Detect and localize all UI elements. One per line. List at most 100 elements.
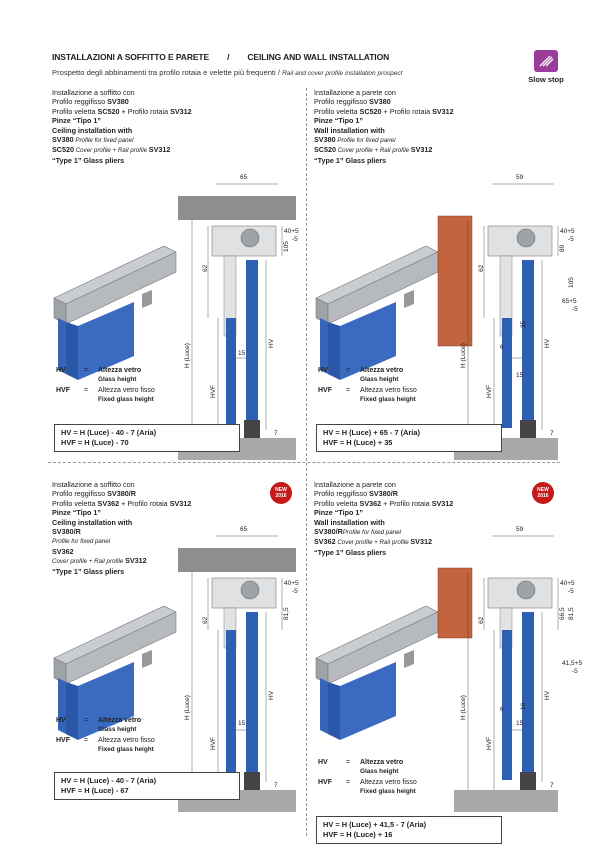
spec-line: “Type 1” Glass pliers [314,155,387,165]
dim-c2: -5 [568,588,574,595]
formula-box: HV = H (Luce) - 40 - 7 (Aria) HVF = H (L… [54,424,240,452]
installation-block-1: Installazione a soffitto con Profilo reg… [52,88,302,460]
dim-c2: -5 [292,236,298,243]
spec-line: Profilo reggifisso SV380/R [314,489,398,499]
title-separator: / [227,52,230,62]
spec-text: Installazione a parete con Profilo reggi… [314,480,453,557]
formula-box: HV = H (Luce) + 41,5 - 7 (Aria) HVF = H … [316,816,502,844]
dim-width: 59 [516,526,524,533]
spec-line: SC520 Cover profile + Rail profile SV312 [314,145,433,155]
subtitle-italian: Prospetto degli abbinamenti tra profilo … [52,68,280,77]
spec-line: Pinze “Tipo 1” [314,508,363,518]
spec-line: Installazione a parete con [314,480,396,489]
dim-d: 15 [238,720,246,727]
dim-h2: 15 [516,720,524,727]
roller-wheel [240,228,260,248]
dim-b: 81,5 [283,607,290,620]
spec-line: Profilo veletta SV362 + Profilo rotaia S… [314,498,454,508]
legend: HV=Altezza vetro Glass height HVF=Altezz… [56,367,155,403]
spec-line: SV380/R [52,527,81,537]
brick-wall [437,567,473,639]
slow-stop-icon [534,50,558,72]
spec-line: Wall installation with [314,125,385,135]
dim-c: 40+5 [560,580,575,587]
legend: HV=Altezza vetro Glass height HVF=Altezz… [56,717,155,753]
page-header: INSTALLAZIONI A SOFFITTO E PARETE/CEILIN… [52,52,407,62]
ceiling-slab [178,548,296,572]
technical-drawing [53,183,296,460]
sliding-glass [522,260,534,432]
dim-b: 66,5 [559,607,566,620]
profile-perspective [53,605,177,740]
brick-wall [437,215,473,347]
sliding-glass [246,612,258,784]
page-subtitle: Prospetto degli abbinamenti tra profilo … [52,68,402,77]
roller-wheel [516,228,536,248]
spec-text: Installazione a soffitto con Profilo reg… [52,88,192,165]
fixed-glass [502,318,512,428]
formula-hv: HV = H (Luce) + 41,5 - 7 (Aria) [323,820,427,829]
dim-i: 7 [550,430,554,437]
dim-hv: HV [544,690,551,700]
dim-c2: -5 [568,236,574,243]
dim-c: 40+5 [284,228,299,235]
dim-f: 35 [520,320,527,328]
spec-line: Pinze “Tipo 1” [314,116,363,126]
dim-width: 65 [240,174,248,181]
horizontal-divider [48,462,560,463]
formula-hv: HV = H (Luce) + 65 - 7 (Aria) [323,428,420,437]
dim-g: 6 [500,706,504,713]
formula-box: HV = H (Luce) - 40 - 7 (Aria) HVF = H (L… [54,772,240,800]
dim-hvf: HVF [210,737,217,750]
dim-g: 6 [500,344,504,351]
dim-width: 59 [516,174,524,181]
spec-line: SV362 [52,546,74,556]
profile-perspective [53,245,177,380]
spec-line: Profilo veletta SC520 + Profilo rotaia S… [314,106,454,116]
spec-line: Ceiling installation with [52,125,133,135]
dim-i: 7 [550,782,554,789]
vertical-divider [306,88,307,836]
dim-a: 62 [202,264,209,272]
dim-h-luce: H (Luce) [184,695,191,720]
spec-line: Profile for fixed panel [52,538,111,546]
fixed-glass [226,318,236,428]
spec-line: SC520 Cover profile + Rail profile SV312 [52,145,171,155]
legend: HV=Altezza vetro Glass height HVF=Altezz… [318,367,417,403]
dim-d: 15 [238,350,246,357]
dim-e: 65+5 [562,298,577,305]
dim-d: 105 [568,277,575,288]
roller-wheel [240,580,260,600]
dim-c: 40+5 [560,228,575,235]
spec-line: Pinze “Tipo 1” [52,508,101,518]
dim-a: 62 [202,616,209,624]
profile-perspective [315,605,439,740]
dim-hvf: HVF [486,737,493,750]
dim-f: 16 [520,702,527,710]
dim-b: 105 [283,241,290,252]
dim-hvf: HVF [486,385,493,398]
profile-perspective [315,245,439,380]
installation-block-4: Installazione a parete con Profilo reggi… [314,480,582,850]
sliding-glass [246,260,258,432]
spec-line: SV362 Cover profile + Rail profile SV312 [314,537,432,547]
dim-h-luce: H (Luce) [460,695,467,720]
dim-c2: -5 [292,588,298,595]
dim-a: 62 [478,616,485,624]
dim-e: 7 [274,782,278,789]
sliding-glass [522,612,534,784]
spec-line: Installazione a soffitto con [52,88,135,97]
dim-b: 89 [559,244,566,252]
spec-line: SV380 Profile for fixed panel [52,135,134,145]
spec-line: “Type 1” Glass pliers [314,547,387,557]
dim-hv: HV [268,338,275,348]
spec-line: Profilo reggifisso SV380 [314,97,391,107]
technical-drawing [315,535,559,812]
installation-block-3: Installazione a soffitto con Profilo reg… [52,480,302,850]
floor-guide [520,772,536,790]
spec-line: Installazione a parete con [314,88,396,97]
spec-line: Installazione a soffitto con [52,480,135,489]
ceiling-slab [178,196,296,220]
